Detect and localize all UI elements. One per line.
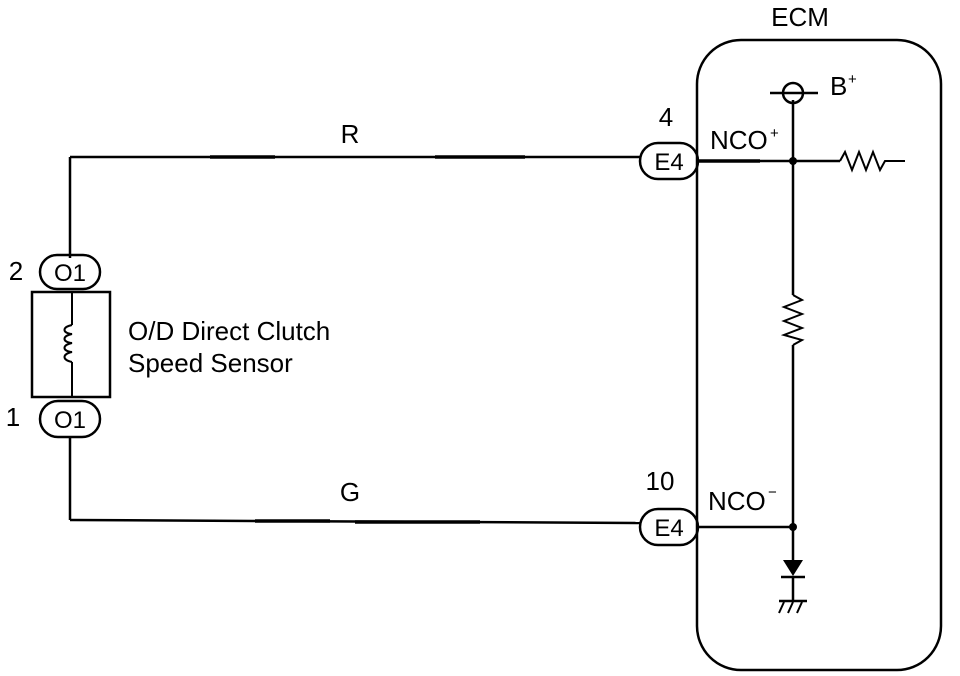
wire-green bbox=[68, 438, 641, 525]
diode-icon bbox=[781, 560, 805, 579]
ecm-internal-circuit bbox=[698, 100, 840, 600]
coil-icon bbox=[63, 324, 73, 363]
svg-text:E4: E4 bbox=[654, 515, 683, 542]
wire-color-red: R bbox=[341, 119, 360, 149]
supply-terminal-icon bbox=[770, 81, 818, 105]
terminal-nco-minus: NCO − bbox=[708, 484, 777, 516]
svg-text:NCO: NCO bbox=[708, 486, 766, 516]
pin-number-2: 2 bbox=[9, 256, 23, 286]
ground-icon bbox=[778, 599, 807, 614]
pin-number-4: 4 bbox=[659, 102, 673, 132]
ecm-box bbox=[695, 38, 943, 672]
svg-text:E4: E4 bbox=[654, 149, 683, 176]
supply-label: B + bbox=[830, 71, 857, 101]
ecm-title: ECM bbox=[771, 2, 829, 32]
connector-o1-bottom: O1 bbox=[38, 399, 102, 439]
terminal-nco-plus: NCO + bbox=[710, 125, 779, 155]
sensor-name-line1: O/D Direct Clutch bbox=[128, 316, 330, 346]
junction-dot-icon bbox=[789, 523, 797, 531]
wire-red bbox=[68, 155, 640, 258]
svg-text:+: + bbox=[770, 125, 779, 142]
resistor-icon bbox=[780, 294, 805, 346]
svg-text:NCO: NCO bbox=[710, 125, 768, 155]
resistor-icon bbox=[839, 149, 905, 173]
speed-sensor bbox=[30, 290, 112, 399]
wire-color-green: G bbox=[340, 477, 360, 507]
connector-e4-bottom: E4 bbox=[638, 507, 700, 547]
svg-text:O1: O1 bbox=[54, 407, 86, 434]
pin-number-1: 1 bbox=[6, 402, 20, 432]
svg-text:O1: O1 bbox=[54, 260, 86, 287]
junction-dot-icon bbox=[789, 157, 797, 165]
connector-e4-top: E4 bbox=[638, 141, 700, 181]
svg-text:B: B bbox=[830, 71, 847, 101]
svg-text:+: + bbox=[848, 71, 857, 88]
sensor-name-line2: Speed Sensor bbox=[128, 348, 293, 378]
svg-text:−: − bbox=[768, 484, 777, 501]
connector-o1-top: O1 bbox=[38, 253, 102, 291]
pin-number-10: 10 bbox=[646, 466, 675, 496]
